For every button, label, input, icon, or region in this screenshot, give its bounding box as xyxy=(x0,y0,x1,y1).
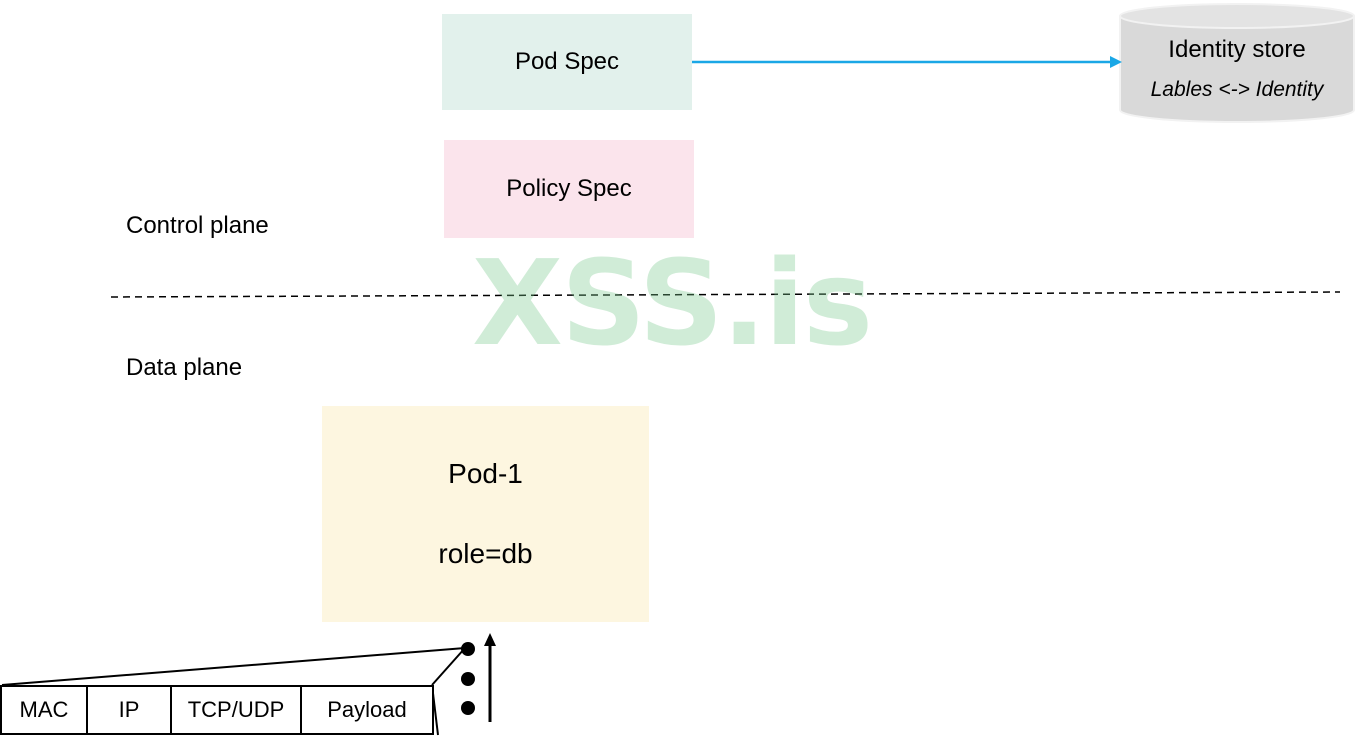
packet-stream-dots xyxy=(461,642,475,715)
policy-spec-label: Policy Spec xyxy=(506,175,632,202)
data-plane-label: Data plane xyxy=(126,354,243,381)
pod-spec-box: Pod Spec xyxy=(442,14,692,110)
pod-1-box: Pod-1 role=db xyxy=(322,406,649,622)
packet-field-mac: MAC xyxy=(0,685,88,735)
ingress-arrow xyxy=(484,633,496,722)
control-plane-label: Control plane xyxy=(126,212,269,239)
pod-spec-to-store-arrow xyxy=(692,56,1122,68)
policy-spec-box: Policy Spec xyxy=(444,140,694,238)
identity-store-cylinder xyxy=(1119,3,1355,123)
pod-label: role=db xyxy=(438,538,533,569)
packet-field-tcp-udp: TCP/UDP xyxy=(170,685,302,735)
packet-field-payload: Payload xyxy=(300,685,434,735)
identity-store-subtitle: Lables <-> Identity xyxy=(1150,78,1324,101)
packet-field-ip: IP xyxy=(86,685,172,735)
pod-spec-label: Pod Spec xyxy=(514,48,620,75)
plane-divider xyxy=(110,291,1341,298)
identity-store-title: Identity store xyxy=(1168,36,1306,63)
watermark: XSS.is xyxy=(472,234,873,372)
pod-name: Pod-1 xyxy=(448,458,523,489)
